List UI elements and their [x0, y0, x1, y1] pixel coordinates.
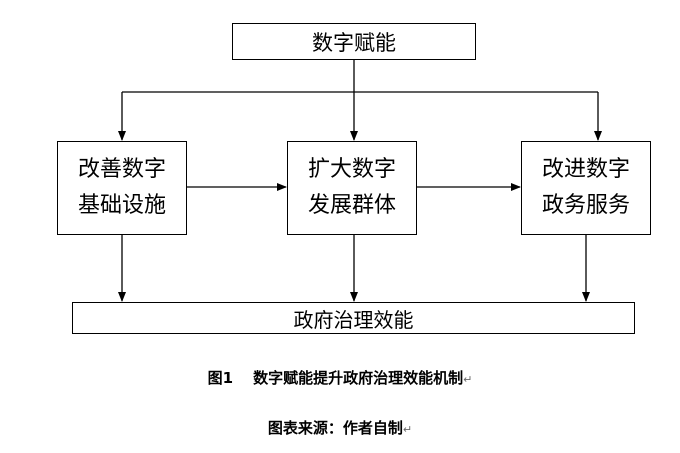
node-label-line: 改进数字	[541, 157, 630, 182]
node-governance-efficiency: 政府治理效能	[72, 302, 635, 334]
figure-caption: 图1 数字赋能提升政府治理效能机制↵	[0, 367, 680, 388]
node-governance-efficiency-label: 政府治理效能	[293, 307, 414, 332]
figure-title: 数字赋能提升政府治理效能机制	[253, 369, 464, 387]
figure-source-text: 图表来源：作者自制	[267, 419, 403, 437]
node-label-line: 基础设施	[77, 193, 166, 218]
node-label-line: 扩大数字	[307, 157, 396, 182]
paragraph-mark-icon: ↵	[463, 373, 473, 386]
node-improve-government-services: 改进数字 政务服务	[521, 141, 651, 235]
paragraph-mark-icon: ↵	[402, 423, 413, 436]
node-expand-groups: 扩大数字 发展群体	[287, 141, 417, 235]
figure-label: 图1	[207, 369, 234, 387]
node-label-line: 改善数字	[77, 157, 166, 182]
node-label-line: 政务服务	[541, 193, 630, 218]
node-digital-empowerment: 数字赋能	[232, 23, 476, 60]
node-digital-empowerment-label: 数字赋能	[312, 30, 396, 55]
node-label-line: 发展群体	[307, 193, 396, 218]
node-improve-infrastructure: 改善数字 基础设施	[57, 141, 187, 235]
figure-source: 图表来源：作者自制↵	[0, 417, 680, 438]
